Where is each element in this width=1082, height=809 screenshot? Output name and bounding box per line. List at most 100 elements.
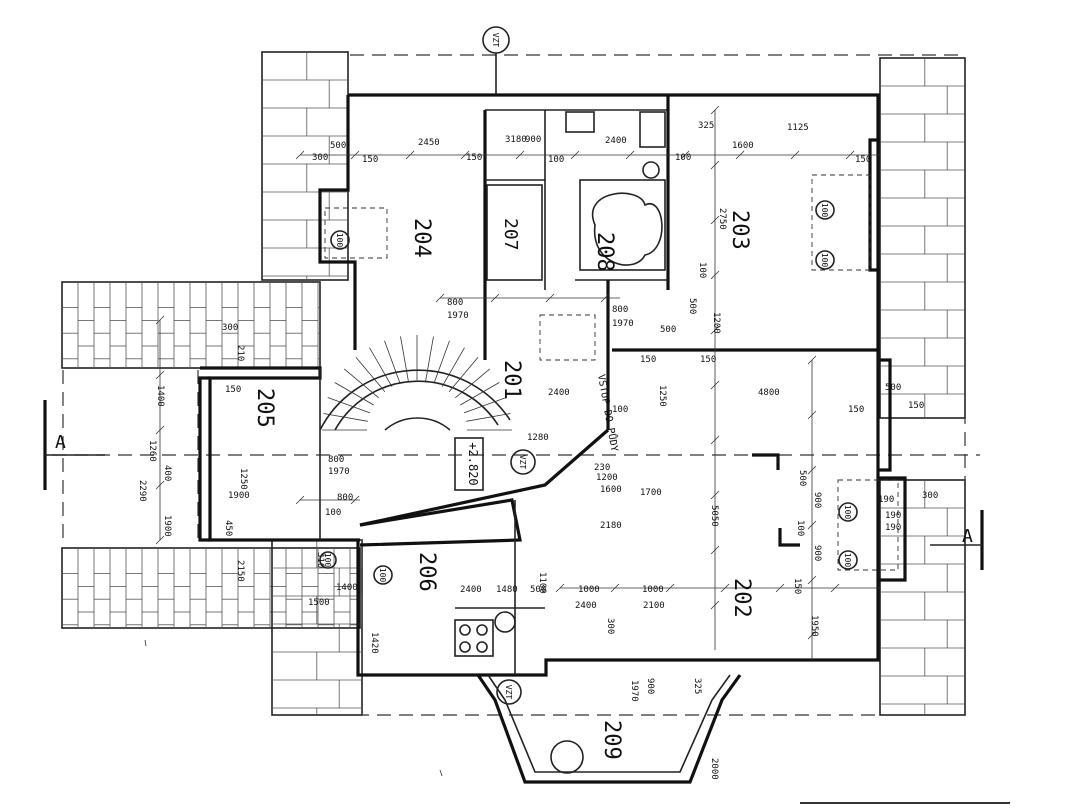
- drawing-line: [400, 336, 409, 381]
- outer-walls: [198, 93, 907, 677]
- drawing-line: [710, 380, 720, 390]
- dim-text: 310: [315, 552, 325, 568]
- dim-text: 300: [312, 153, 328, 163]
- dim-text: 5050: [709, 505, 719, 527]
- drawing-line: [807, 465, 817, 475]
- drawing-line: [775, 583, 785, 593]
- drawing-line: [710, 490, 720, 500]
- circle-tag: 100: [815, 200, 835, 220]
- drawing-line: [355, 356, 386, 392]
- drawing-line: [807, 630, 817, 640]
- drawing-line: [665, 583, 675, 593]
- section-marker-left: A: [43, 400, 105, 490]
- room-label-206: 206: [414, 552, 439, 592]
- drawing-line: [490, 293, 500, 303]
- circle-tag: 100: [838, 550, 858, 570]
- svg-text:VZT: VZT: [491, 33, 500, 48]
- dim-text: 1400: [155, 385, 165, 407]
- section-marker-right: A: [930, 510, 984, 570]
- drawing-line: [448, 356, 479, 392]
- dim-text: 1970: [629, 680, 639, 702]
- drawing-line: [710, 270, 720, 280]
- drawing-line: [405, 150, 415, 160]
- vzt-marker-bottom: VZT: [496, 679, 522, 705]
- dim-text: 1000: [578, 585, 600, 595]
- drawing-line: [807, 410, 817, 420]
- dim-text: 500: [660, 325, 676, 335]
- drawing-line: [350, 150, 360, 160]
- roof-hatch-top-right: [879, 57, 966, 419]
- drawing-line: [845, 150, 855, 160]
- dim-text: 500: [530, 585, 546, 595]
- dim-text: 300: [922, 491, 938, 501]
- section-label-left: A: [55, 432, 66, 453]
- drawing-line: [155, 370, 165, 380]
- vzt-marker-middle: VZT: [510, 449, 536, 475]
- drawing-line: [433, 340, 450, 384]
- dim-text: 1260: [147, 440, 157, 462]
- scan-marks: [144, 639, 1010, 804]
- dim-text: 900: [812, 545, 822, 561]
- dim-text: 500: [797, 470, 807, 486]
- dim-text: 2400: [605, 136, 627, 146]
- dim-text: 325: [692, 678, 702, 694]
- dim-text: 2100: [643, 601, 665, 611]
- dim-text: 1970: [612, 319, 634, 329]
- dim-text: 500: [885, 383, 901, 393]
- drawing-line: [710, 545, 720, 555]
- drawing-line: [570, 150, 580, 160]
- dim-text: 100: [612, 405, 628, 415]
- drawing-line: [435, 293, 445, 303]
- drawing-line: [600, 293, 610, 303]
- room-label-208: 208: [592, 232, 617, 272]
- room-label-204: 204: [409, 218, 434, 258]
- dim-text: 1900: [228, 491, 250, 501]
- dim-text: 190: [878, 495, 894, 505]
- room-labels: 204 207 208 203 201 205 206 202 209: [252, 210, 754, 760]
- dimension-lines: [155, 105, 880, 660]
- dim-text: 150: [855, 155, 871, 165]
- drawing-line: [155, 480, 165, 490]
- vzt-marker-top: VZT: [482, 26, 510, 95]
- dim-text: 1000: [642, 585, 664, 595]
- dim-text: 800: [328, 455, 344, 465]
- dimension-texts: 300 500 150 2450 150 3180 900 100 2400 1…: [137, 121, 938, 780]
- drawing-line: [441, 347, 465, 387]
- drawing-line: [384, 340, 401, 384]
- svg-text:100: 100: [820, 253, 829, 268]
- drawing-line: [515, 150, 525, 160]
- drawing-line: [807, 355, 817, 365]
- drawing-line: [710, 215, 720, 225]
- dim-text: 1125: [787, 123, 809, 133]
- roof-hatch-top-left: [261, 51, 349, 281]
- drawing-line: [455, 368, 491, 399]
- drawing-line: [790, 150, 800, 160]
- dim-text: 190: [885, 523, 901, 533]
- dim-text: 1250: [238, 468, 248, 490]
- dim-text: 900: [812, 492, 822, 508]
- dim-text: 1950: [809, 615, 819, 637]
- circle-tag: 100: [319, 551, 337, 569]
- drawing-line: [830, 583, 840, 593]
- dim-text: 1970: [447, 311, 469, 321]
- dim-text: 2400: [460, 585, 482, 595]
- drawing-line: [460, 150, 470, 160]
- room-label-207: 207: [500, 218, 521, 251]
- svg-text:100: 100: [323, 553, 332, 568]
- dim-text: 300: [222, 323, 238, 333]
- room-label-201: 201: [499, 360, 524, 400]
- dim-text: 2180: [600, 521, 622, 531]
- dim-text: 1200: [711, 312, 721, 334]
- svg-text:100: 100: [843, 505, 852, 520]
- drawing-line: [425, 336, 434, 381]
- dim-text: 1600: [600, 485, 622, 495]
- dim-text: 2750: [717, 208, 727, 230]
- dim-text: 1970: [328, 467, 350, 477]
- drawing-line: [327, 397, 371, 414]
- dim-text: 500: [330, 141, 346, 151]
- dim-text: 150: [640, 355, 656, 365]
- dim-text: 1480: [496, 585, 518, 595]
- drawing-line: [710, 435, 720, 445]
- dim-text: 2450: [418, 138, 440, 148]
